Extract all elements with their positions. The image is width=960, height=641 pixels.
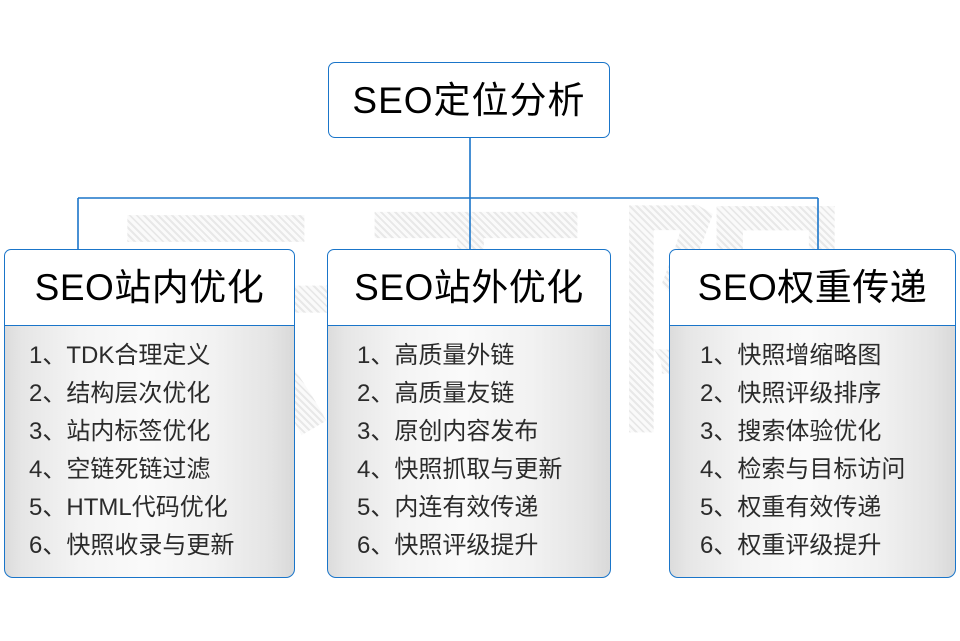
item-label: 高质量外链 [394,342,515,369]
item-list: 1 、 高质量外链 2 、 高质量友链 3 、 原创内容发布 [328,337,610,565]
item-separator: 、 [42,456,67,483]
list-item[interactable]: 5 、 权重有效传递 [670,489,955,527]
list-item[interactable]: 4 、 空链死链过滤 [5,451,294,489]
item-index: 4 [29,456,43,483]
list-item[interactable]: 4 、 快照抓取与更新 [328,451,610,489]
item-separator: 、 [370,494,395,521]
item-index: 2 [357,380,371,407]
item-separator: 、 [713,532,738,559]
item-separator: 、 [713,342,738,369]
item-index: 1 [700,342,714,369]
item-label: HTML代码优化 [66,494,228,521]
column-seo-onsite: SEO站内优化 1 、 TDK合理定义 2 、 结构层次优化 3 [4,249,295,578]
item-separator: 、 [42,380,67,407]
item-separator: 、 [370,380,395,407]
item-separator: 、 [370,418,395,445]
item-separator: 、 [370,456,395,483]
item-label: 空链死链过滤 [66,456,211,483]
item-separator: 、 [713,456,738,483]
item-index: 2 [29,380,43,407]
root-node[interactable]: SEO定位分析 [328,62,610,138]
item-label: TDK合理定义 [66,342,211,369]
list-item[interactable]: 2 、 快照评级排序 [670,375,955,413]
item-index: 3 [29,418,43,445]
item-label: 内连有效传递 [394,494,539,521]
item-label: 快照评级排序 [737,380,882,407]
item-index: 5 [700,494,714,521]
list-item[interactable]: 6 、 快照评级提升 [328,527,610,565]
item-label: 原创内容发布 [394,418,539,445]
item-list: 1 、 快照增缩略图 2 、 快照评级排序 3 、 搜索体验优化 [670,337,955,565]
column-title: SEO站外优化 [354,267,584,308]
item-label: 权重有效传递 [737,494,882,521]
item-index: 6 [357,532,371,559]
item-label: 权重评级提升 [737,532,882,559]
column-body-seo-weight-transfer: 1 、 快照增缩略图 2 、 快照评级排序 3 、 搜索体验优化 [669,325,956,578]
item-label: 快照评级提升 [394,532,539,559]
list-item[interactable]: 6 、 快照收录与更新 [5,527,294,565]
column-header-seo-onsite[interactable]: SEO站内优化 [4,249,295,326]
item-index: 6 [29,532,43,559]
column-seo-weight-transfer: SEO权重传递 1 、 快照增缩略图 2 、 快照评级排序 3 [669,249,956,578]
item-index: 5 [357,494,371,521]
list-item[interactable]: 4 、 检索与目标访问 [670,451,955,489]
root-node-title: SEO定位分析 [352,79,586,121]
list-item[interactable]: 2 、 高质量友链 [328,375,610,413]
item-index: 2 [700,380,714,407]
item-index: 6 [700,532,714,559]
item-separator: 、 [42,342,67,369]
column-body-seo-offsite: 1 、 高质量外链 2 、 高质量友链 3 、 原创内容发布 [327,325,611,578]
item-index: 3 [700,418,714,445]
item-separator: 、 [42,418,67,445]
item-label: 快照增缩略图 [737,342,882,369]
item-index: 1 [29,342,43,369]
item-separator: 、 [370,342,395,369]
item-label: 搜索体验优化 [737,418,882,445]
item-index: 1 [357,342,371,369]
item-index: 5 [29,494,43,521]
item-separator: 、 [713,494,738,521]
item-separator: 、 [42,494,67,521]
item-index: 3 [357,418,371,445]
item-index: 4 [700,456,714,483]
list-item[interactable]: 1 、 高质量外链 [328,337,610,375]
item-list: 1 、 TDK合理定义 2 、 结构层次优化 3 、 站内标签优化 [5,337,294,565]
item-separator: 、 [713,418,738,445]
list-item[interactable]: 5 、 HTML代码优化 [5,489,294,527]
item-label: 检索与目标访问 [737,456,906,483]
list-item[interactable]: 3 、 原创内容发布 [328,413,610,451]
item-label: 快照收录与更新 [66,532,235,559]
column-body-seo-onsite: 1 、 TDK合理定义 2 、 结构层次优化 3 、 站内标签优化 [4,325,295,578]
item-separator: 、 [713,380,738,407]
item-separator: 、 [42,532,67,559]
column-header-seo-offsite[interactable]: SEO站外优化 [327,249,611,326]
item-label: 快照抓取与更新 [394,456,563,483]
item-label: 结构层次优化 [66,380,211,407]
column-title: SEO权重传递 [697,267,928,308]
list-item[interactable]: 3 、 搜索体验优化 [670,413,955,451]
item-index: 4 [357,456,371,483]
item-label: 站内标签优化 [66,418,211,445]
column-header-seo-weight-transfer[interactable]: SEO权重传递 [669,249,956,326]
list-item[interactable]: 1 、 TDK合理定义 [5,337,294,375]
column-title: SEO站内优化 [34,267,265,308]
item-separator: 、 [370,532,395,559]
list-item[interactable]: 5 、 内连有效传递 [328,489,610,527]
item-label: 高质量友链 [394,380,515,407]
list-item[interactable]: 1 、 快照增缩略图 [670,337,955,375]
column-seo-offsite: SEO站外优化 1 、 高质量外链 2 、 高质量友链 3 [327,249,611,578]
list-item[interactable]: 6 、 权重评级提升 [670,527,955,565]
list-item[interactable]: 3 、 站内标签优化 [5,413,294,451]
list-item[interactable]: 2 、 结构层次优化 [5,375,294,413]
